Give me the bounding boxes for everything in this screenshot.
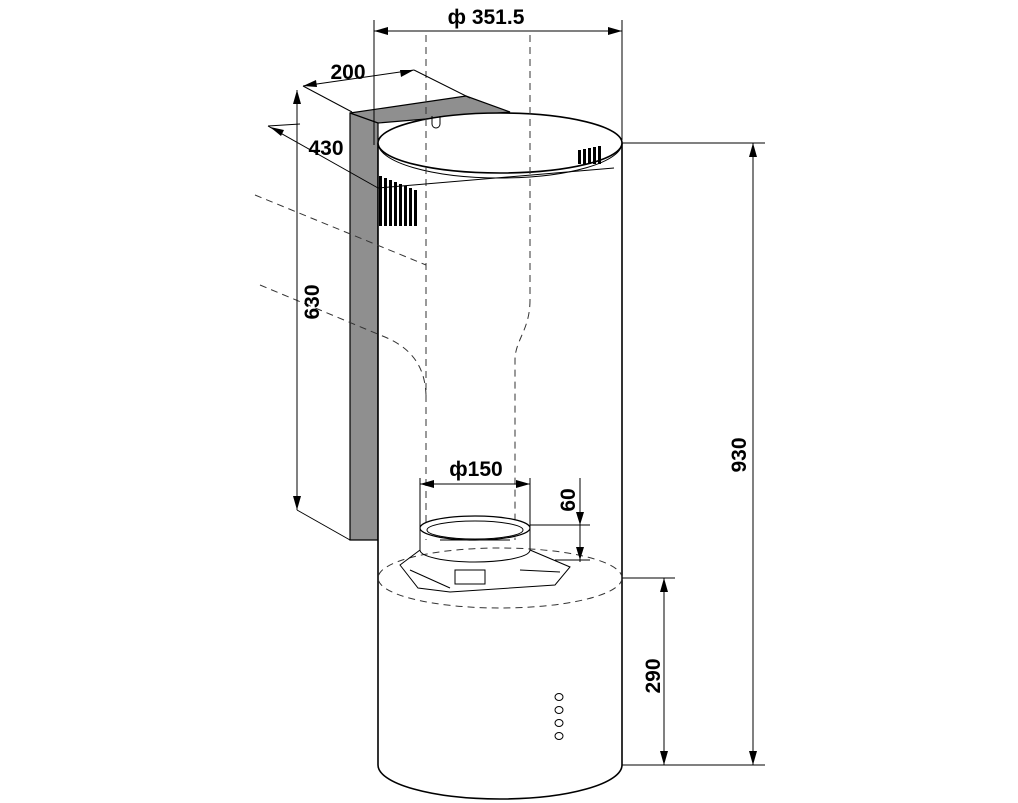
label-height-930: 930 (728, 437, 751, 472)
dim-outlet-height-60: 60 (530, 478, 590, 562)
dim-outlet-diameter: ф150 (419, 458, 531, 528)
label-diameter-top: ф 351.5 (448, 6, 525, 29)
label-outlet-height-60: 60 (557, 488, 580, 511)
dim-lower-height-290: 290 (622, 577, 675, 765)
dim-depth-200: 200 (302, 61, 471, 113)
vent-grille-right (578, 146, 601, 164)
control-buttons (554, 693, 564, 740)
label-depth-200: 200 (330, 61, 365, 84)
label-depth-430: 430 (308, 137, 343, 160)
label-height-290: 290 (642, 658, 665, 693)
dim-depth-430: 430 (267, 123, 615, 189)
label-diameter-outlet: ф150 (449, 458, 502, 481)
dim-bracket-height-630: 630 (293, 90, 351, 541)
label-height-630: 630 (301, 284, 324, 319)
internal-duct (254, 35, 531, 540)
dim-top-diameter: ф 351.5 (373, 6, 623, 145)
hood-cylinder (377, 112, 623, 800)
vent-grille-left (379, 176, 417, 226)
dim-total-height-930: 930 (622, 142, 765, 766)
mounting-hook (431, 116, 441, 129)
